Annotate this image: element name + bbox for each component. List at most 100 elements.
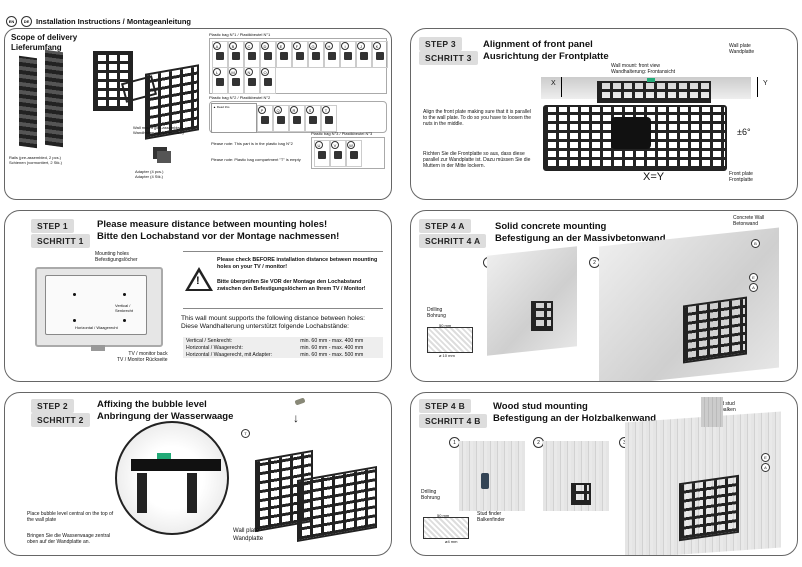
part-label: O [261,68,269,76]
screw-icon [325,116,333,124]
hardware-item: V [330,140,346,167]
wall-plate-small [531,301,553,331]
bag3-title: Plastic bag N°3 / Plastikbeutel N°3 [311,131,373,136]
part-label: D [261,42,269,50]
step4b-title-en: Wood stud mounting [493,401,588,412]
step3-angle: ±6° [737,127,751,137]
stud-finder-icon [481,473,489,489]
step1-vertical: Vertical / Senkrecht [115,303,134,313]
part-label: B [229,42,237,50]
step4a-step: STEP 4 A [419,219,471,233]
drill-diagram [423,517,469,539]
part-label: W [347,141,355,149]
screw-icon [328,52,336,60]
bubble-vial [157,453,171,459]
hardware-item: B [228,41,244,68]
step4b-mount [679,474,739,542]
adapter-image [157,151,171,163]
warning-mark: ! [196,275,200,287]
screw-icon [216,78,224,86]
step1-title-en: Please measure distance between mounting… [97,219,328,230]
step4a-panel: STEP 4 A SCHRITT 4 A Solid concrete moun… [410,210,798,382]
step3-title-de: Ausrichtung der Frontplatte [483,51,609,62]
plate-bar [131,459,221,471]
screw-icon [312,52,320,60]
screw-icon [360,52,368,60]
adapter-label: Adapter (4 pcs.) Adapter (4 Stk.) [135,169,164,179]
bubble-level-icon [647,78,655,82]
flag-de-icon: DE [21,16,32,27]
mounting-hole-dot [123,293,126,296]
part-label-a: A [761,463,770,472]
step2-title-de: Anbringung der Wasserwaage [97,411,234,422]
part-label: G [309,42,317,50]
header: EN DE Installation Instructions / Montag… [6,16,191,27]
plate-post [137,473,147,513]
step3-title: Alignment of front panel Ausrichtung der… [483,39,609,63]
part-label: C [245,42,253,50]
step2-panel: STEP 2 SCHRITT 2 Affixing the bubble lev… [4,392,392,556]
step4b-panel: STEP 4 B SCHRITT 4 B Wood stud mounting … [410,392,798,556]
step1-supports-de: Diese Wandhalterung unterstützt folgende… [181,323,350,330]
part-label: U [315,141,323,149]
bag2-warning-box: ▲ Read this [211,103,257,133]
step4b-depth: 50 mm [437,513,450,518]
screw-icon [264,78,272,86]
hardware-item: N [244,67,260,94]
step3-wall-plate-img [597,81,711,103]
step2-text-de: Bringen Sie die Wasserwaage zentral oben… [27,533,111,545]
x-arrow [561,77,563,97]
step2-front-plate-img [297,465,377,543]
scope-title-en: Scope of delivery [11,33,78,42]
step3-front-plate: Front plate Frontplatte [729,171,753,183]
rails-label: Rails (pre-assembled, 2 pcs.) Schienen (… [9,155,62,165]
step2-text-en: Place bubble level central on the top of… [27,511,114,523]
step4b-finder: Stud finder Balkenfinder [477,511,505,523]
hardware-item: J [356,41,372,68]
hardware-item: I [340,41,356,68]
bag2-title: Plastic bag N°2 / Plastikbeutel N°2 [209,95,271,100]
wood-wall-1 [459,441,525,511]
part-label: R [290,106,298,114]
table-cell: min. 60 mm - max. 400 mm [300,337,364,344]
part-label: I [341,42,349,50]
step1-warn-en: Please check BEFORE installation distanc… [217,257,378,270]
step3-panel: STEP 3 SCHRITT 3 Alignment of front pane… [410,28,798,200]
mounting-hole-dot [73,293,76,296]
hardware-item: W [346,140,362,167]
arrow-down-icon: ↓ [293,411,299,425]
part-label: A [213,42,221,50]
scope-panel: Scope of delivery Lieferumfang Rails (pr… [4,28,392,200]
hardware-item: S [305,105,321,132]
step4a-mount [683,296,747,364]
screw-icon [264,52,272,60]
step4a-drilling: Drilling Bohrung [427,307,446,319]
y-arrow [757,77,759,97]
part-label-e: E [749,273,758,282]
part-label-a: A [749,283,758,292]
step4b-title-de: Befestigung an der Holzbalkenwand [493,413,657,424]
step1-schritt: SCHRITT 1 [31,234,90,248]
screw-icon [248,52,256,60]
screw-icon [232,78,240,86]
step3-schritt: SCHRITT 3 [419,51,478,65]
rails-image [45,49,63,148]
step3-title-en: Alignment of front panel [483,39,593,50]
mounting-hole-dot [123,319,126,322]
wall-plate-small [571,483,591,505]
scope-title: Scope of delivery Lieferumfang [11,33,77,53]
hardware-item: Q [273,105,289,132]
part-label: Q [274,106,282,114]
part-label: N [245,68,253,76]
part-label-b: B [751,239,760,248]
step3-step: STEP 3 [419,37,462,51]
part-label-t: T [241,429,250,438]
step4b-title: Wood stud mounting Befestigung an der Ho… [493,401,656,425]
magnifier-circle [115,421,229,535]
screw-icon [350,151,358,159]
screw-icon [296,52,304,60]
flag-en-icon: EN [6,16,17,27]
screw-icon [232,52,240,60]
screw-icon [277,116,285,124]
